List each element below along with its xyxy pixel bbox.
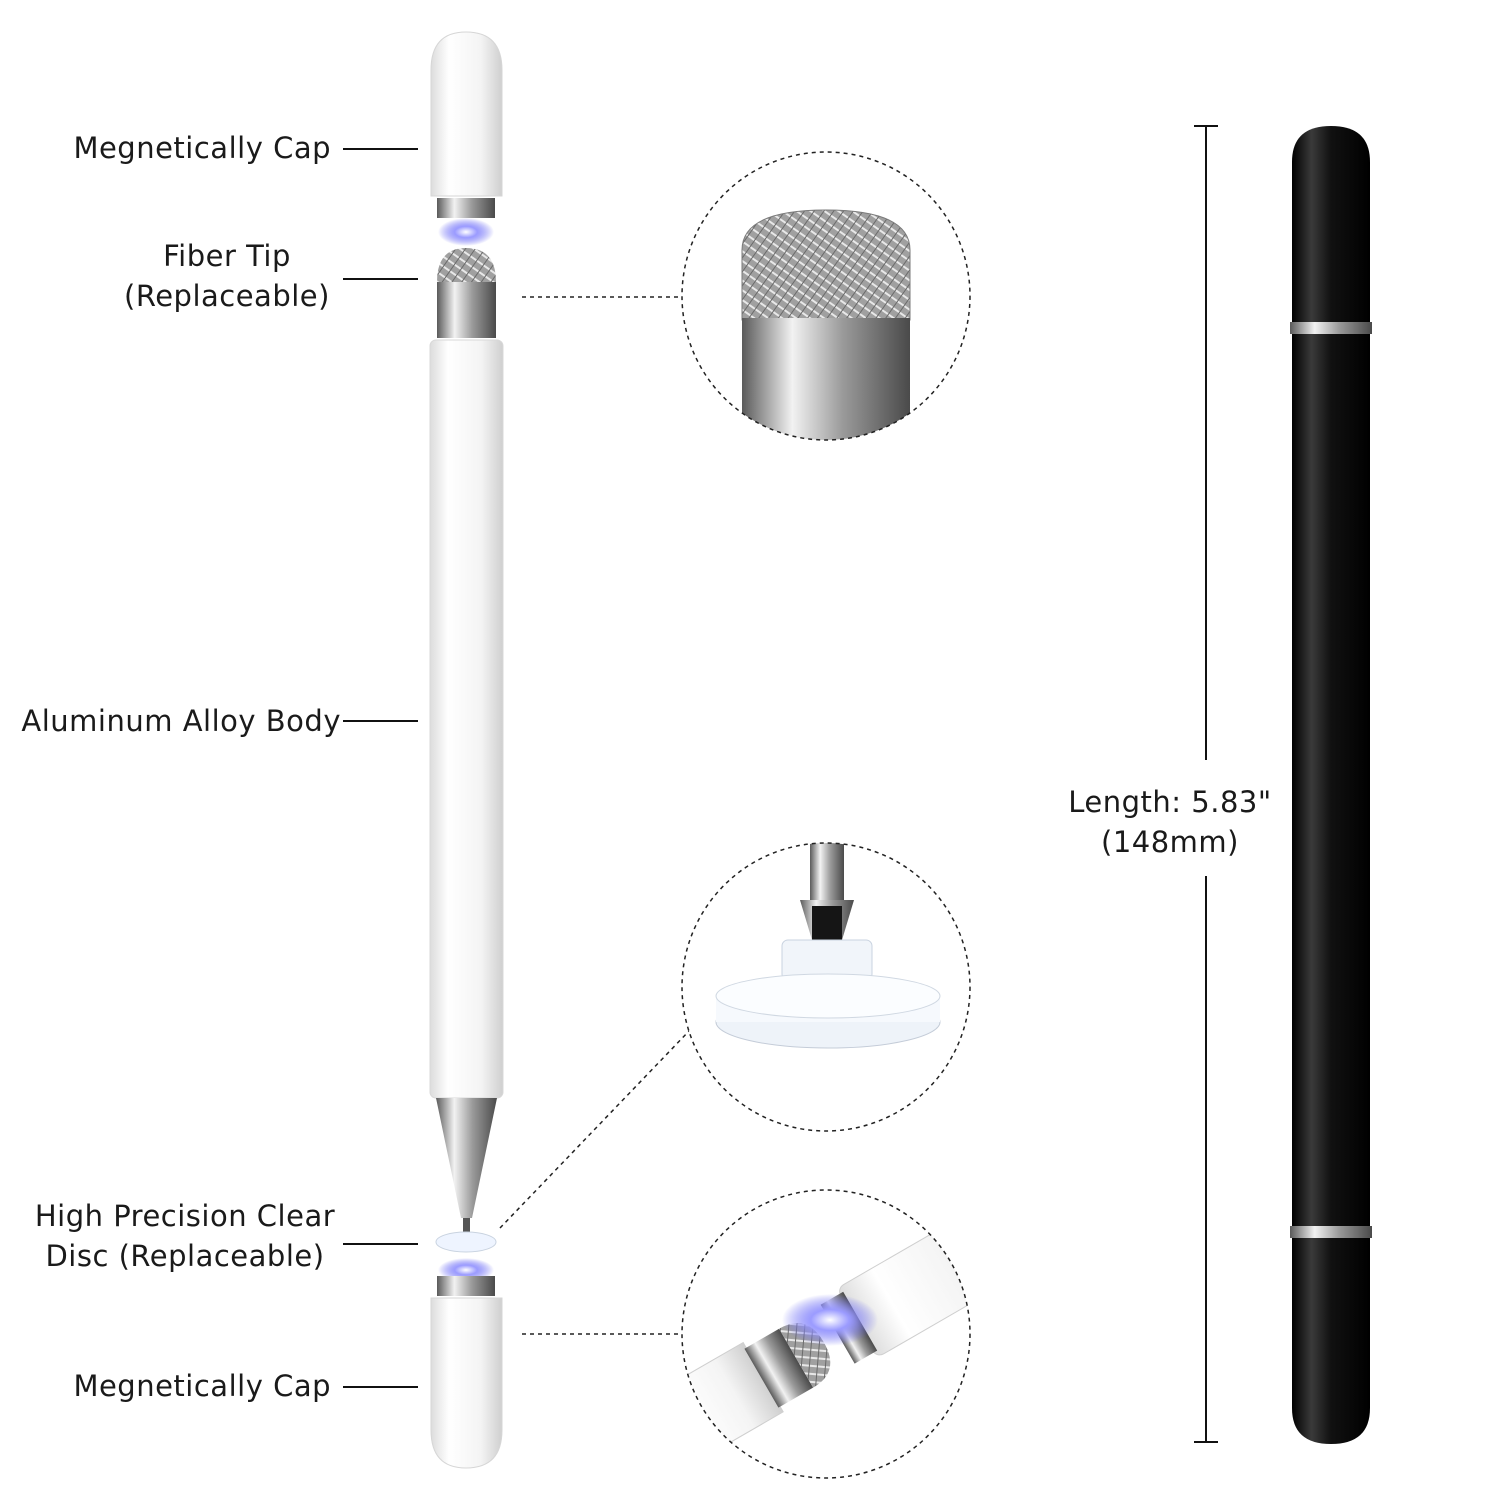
label-fiber-tip-line2: (Replaceable) — [124, 279, 330, 313]
black-stylus-ring-bottom — [1290, 1226, 1372, 1238]
label-bottom-cap: Megnetically Cap — [73, 1369, 331, 1403]
clear-disc — [435, 1231, 497, 1253]
length-label-line2: (148mm) — [1101, 825, 1239, 859]
connector-disc — [499, 1029, 691, 1229]
label-fiber-tip-line1: Fiber Tip — [163, 239, 291, 273]
top-magnetic-cap — [430, 31, 503, 197]
fiber-tip-mesh — [437, 248, 496, 282]
magnetic-cap-closeup — [681, 1189, 971, 1479]
length-label-line1: Length: 5.83" — [1068, 785, 1272, 819]
bottom-cap-magnet — [437, 1276, 495, 1296]
label-body: Aluminum Alloy Body — [21, 704, 341, 738]
disc-needle — [463, 1218, 470, 1232]
aluminum-body — [429, 339, 504, 1099]
black-stylus-ring-top — [1290, 322, 1372, 334]
length-dimension — [1194, 125, 1218, 1443]
label-disc-line2: Disc (Replaceable) — [45, 1239, 325, 1273]
detail-connectors — [499, 296, 691, 1335]
label-disc-line1: High Precision Clear — [34, 1199, 336, 1233]
white-stylus — [429, 31, 504, 1469]
clear-disc-closeup — [681, 842, 971, 1132]
magnet-spark-icon — [782, 1294, 878, 1346]
bottom-magnetic-cap — [430, 1297, 503, 1469]
fiber-tip-closeup — [681, 151, 971, 441]
top-magnet-glow-icon — [438, 218, 494, 246]
black-stylus — [1290, 126, 1372, 1444]
label-top-cap: Megnetically Cap — [73, 131, 331, 165]
label-leaders — [343, 148, 418, 1388]
top-cap-magnet — [437, 198, 495, 218]
fiber-tip-ferrule — [437, 282, 496, 338]
disc-cone — [436, 1098, 497, 1218]
